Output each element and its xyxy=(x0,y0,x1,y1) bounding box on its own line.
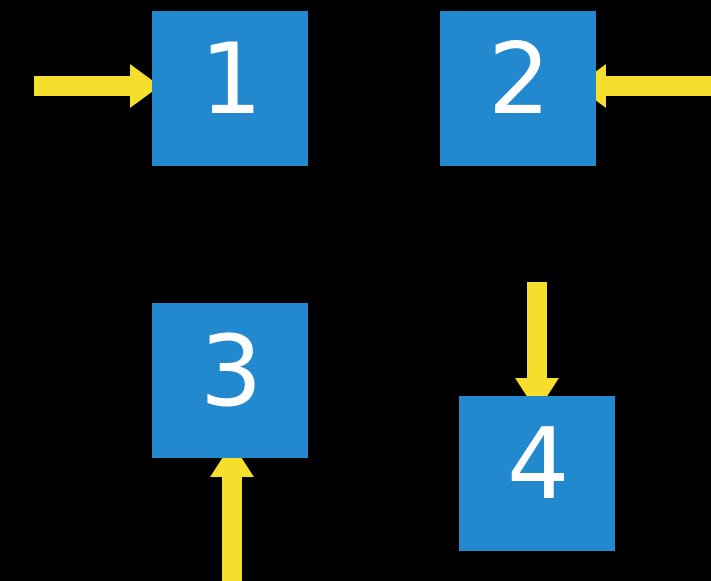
node-box-3[interactable] xyxy=(152,303,308,458)
arrow-left-icon xyxy=(576,64,711,110)
node-box-4[interactable] xyxy=(459,396,615,551)
node-label-1: 1 xyxy=(200,23,263,137)
node-label-2: 2 xyxy=(488,23,551,137)
node-box-2[interactable] xyxy=(440,11,596,166)
node-box-1[interactable] xyxy=(152,11,308,166)
arrow-down-icon xyxy=(514,282,560,412)
arrow-up-icon xyxy=(209,443,255,581)
node-label-4: 4 xyxy=(507,408,570,522)
arrow-right-icon xyxy=(34,64,162,110)
node-label-3: 3 xyxy=(200,315,263,429)
